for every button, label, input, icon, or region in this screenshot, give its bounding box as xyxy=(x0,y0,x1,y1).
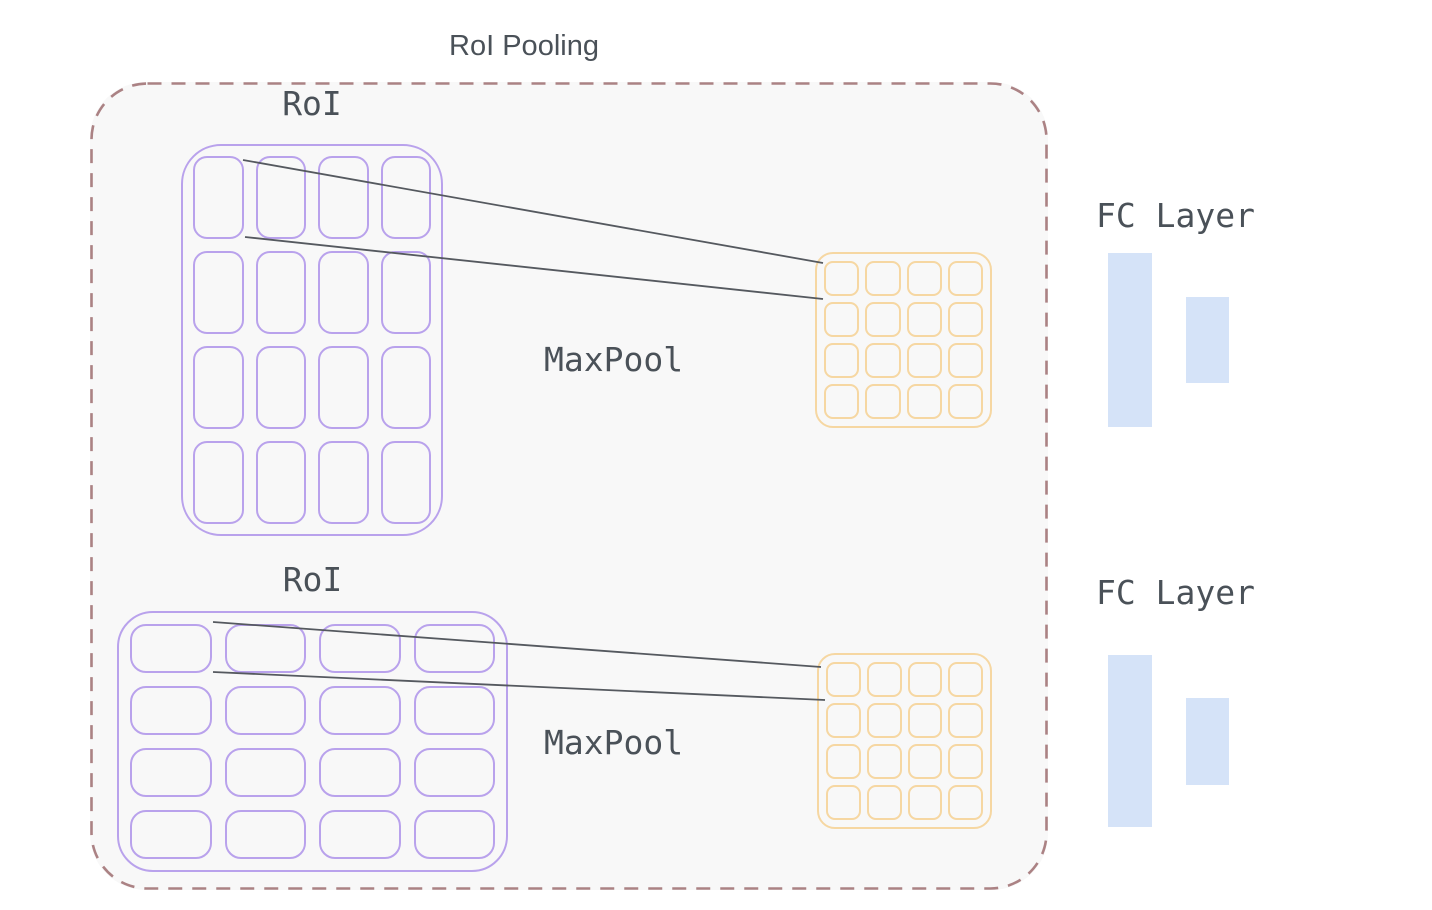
grid-cell xyxy=(866,703,902,738)
fc-layer-bar-tall-bottom xyxy=(1108,655,1152,827)
fc-layer-bar-short-top xyxy=(1186,297,1229,383)
grid-cell xyxy=(907,662,943,697)
grid-cell xyxy=(907,703,943,738)
grid-cell xyxy=(866,744,902,779)
grid-cell xyxy=(319,624,401,673)
grid-cell xyxy=(824,302,860,337)
fc-layer-bar-tall-top xyxy=(1108,253,1152,427)
grid-cell xyxy=(318,346,369,429)
grid-cell xyxy=(907,744,943,779)
grid-cell xyxy=(130,810,212,859)
roi-grid-top xyxy=(181,144,443,536)
grid-cell xyxy=(906,343,942,378)
grid-cell xyxy=(907,785,943,820)
grid-cell xyxy=(826,785,861,820)
grid-cell xyxy=(255,156,306,239)
grid-cell xyxy=(413,748,495,797)
grid-cell xyxy=(866,662,902,697)
fc-layer-label-top: FC Layer xyxy=(1096,196,1255,235)
grid-cell xyxy=(948,662,983,697)
grid-cell xyxy=(193,346,244,429)
roi-grid-bottom xyxy=(117,611,508,872)
grid-cell xyxy=(255,346,306,429)
grid-cell xyxy=(224,686,306,735)
grid-cell xyxy=(826,703,861,738)
grid-cell xyxy=(826,662,861,697)
grid-cell xyxy=(865,302,901,337)
roi-label-top: RoI xyxy=(282,84,342,123)
grid-cell xyxy=(380,441,431,524)
grid-cell xyxy=(224,810,306,859)
grid-cell xyxy=(906,384,942,419)
grid-cell xyxy=(824,384,860,419)
grid-cell xyxy=(413,686,495,735)
grid-cell xyxy=(947,384,983,419)
grid-cell xyxy=(865,384,901,419)
grid-cell xyxy=(224,748,306,797)
grid-cell xyxy=(130,748,212,797)
grid-cell xyxy=(413,810,495,859)
grid-cell xyxy=(380,346,431,429)
grid-cell xyxy=(947,302,983,337)
maxpool-label-bottom: MaxPool xyxy=(544,723,684,762)
grid-cell xyxy=(948,785,983,820)
grid-cell xyxy=(130,686,212,735)
grid-cell xyxy=(319,748,401,797)
grid-cell xyxy=(865,343,901,378)
grid-cell xyxy=(826,744,861,779)
grid-cell xyxy=(224,624,306,673)
grid-cell xyxy=(380,251,431,334)
grid-cell xyxy=(193,251,244,334)
grid-cell xyxy=(865,261,901,296)
grid-cell xyxy=(947,261,983,296)
grid-cell xyxy=(866,785,902,820)
grid-cell xyxy=(380,156,431,239)
grid-cell xyxy=(948,744,983,779)
pooled-grid-bottom xyxy=(817,653,992,829)
grid-cell xyxy=(255,441,306,524)
grid-cell xyxy=(130,624,212,673)
grid-cell xyxy=(318,441,369,524)
pooled-grid-top xyxy=(815,252,992,428)
grid-cell xyxy=(318,251,369,334)
grid-cell xyxy=(947,343,983,378)
diagram-title: RoI Pooling xyxy=(449,30,599,62)
grid-cell xyxy=(319,810,401,859)
grid-cell xyxy=(193,441,244,524)
grid-cell xyxy=(413,624,495,673)
grid-cell xyxy=(318,156,369,239)
grid-cell xyxy=(255,251,306,334)
grid-cell xyxy=(824,343,860,378)
grid-cell xyxy=(824,261,860,296)
grid-cell xyxy=(948,703,983,738)
roi-label-bottom: RoI xyxy=(282,560,343,599)
grid-cell xyxy=(906,261,942,296)
fc-layer-bar-short-bottom xyxy=(1186,698,1229,785)
grid-cell xyxy=(906,302,942,337)
grid-cell xyxy=(193,156,244,239)
fc-layer-label-bottom: FC Layer xyxy=(1096,573,1255,612)
grid-cell xyxy=(319,686,401,735)
maxpool-label-top: MaxPool xyxy=(544,340,684,379)
